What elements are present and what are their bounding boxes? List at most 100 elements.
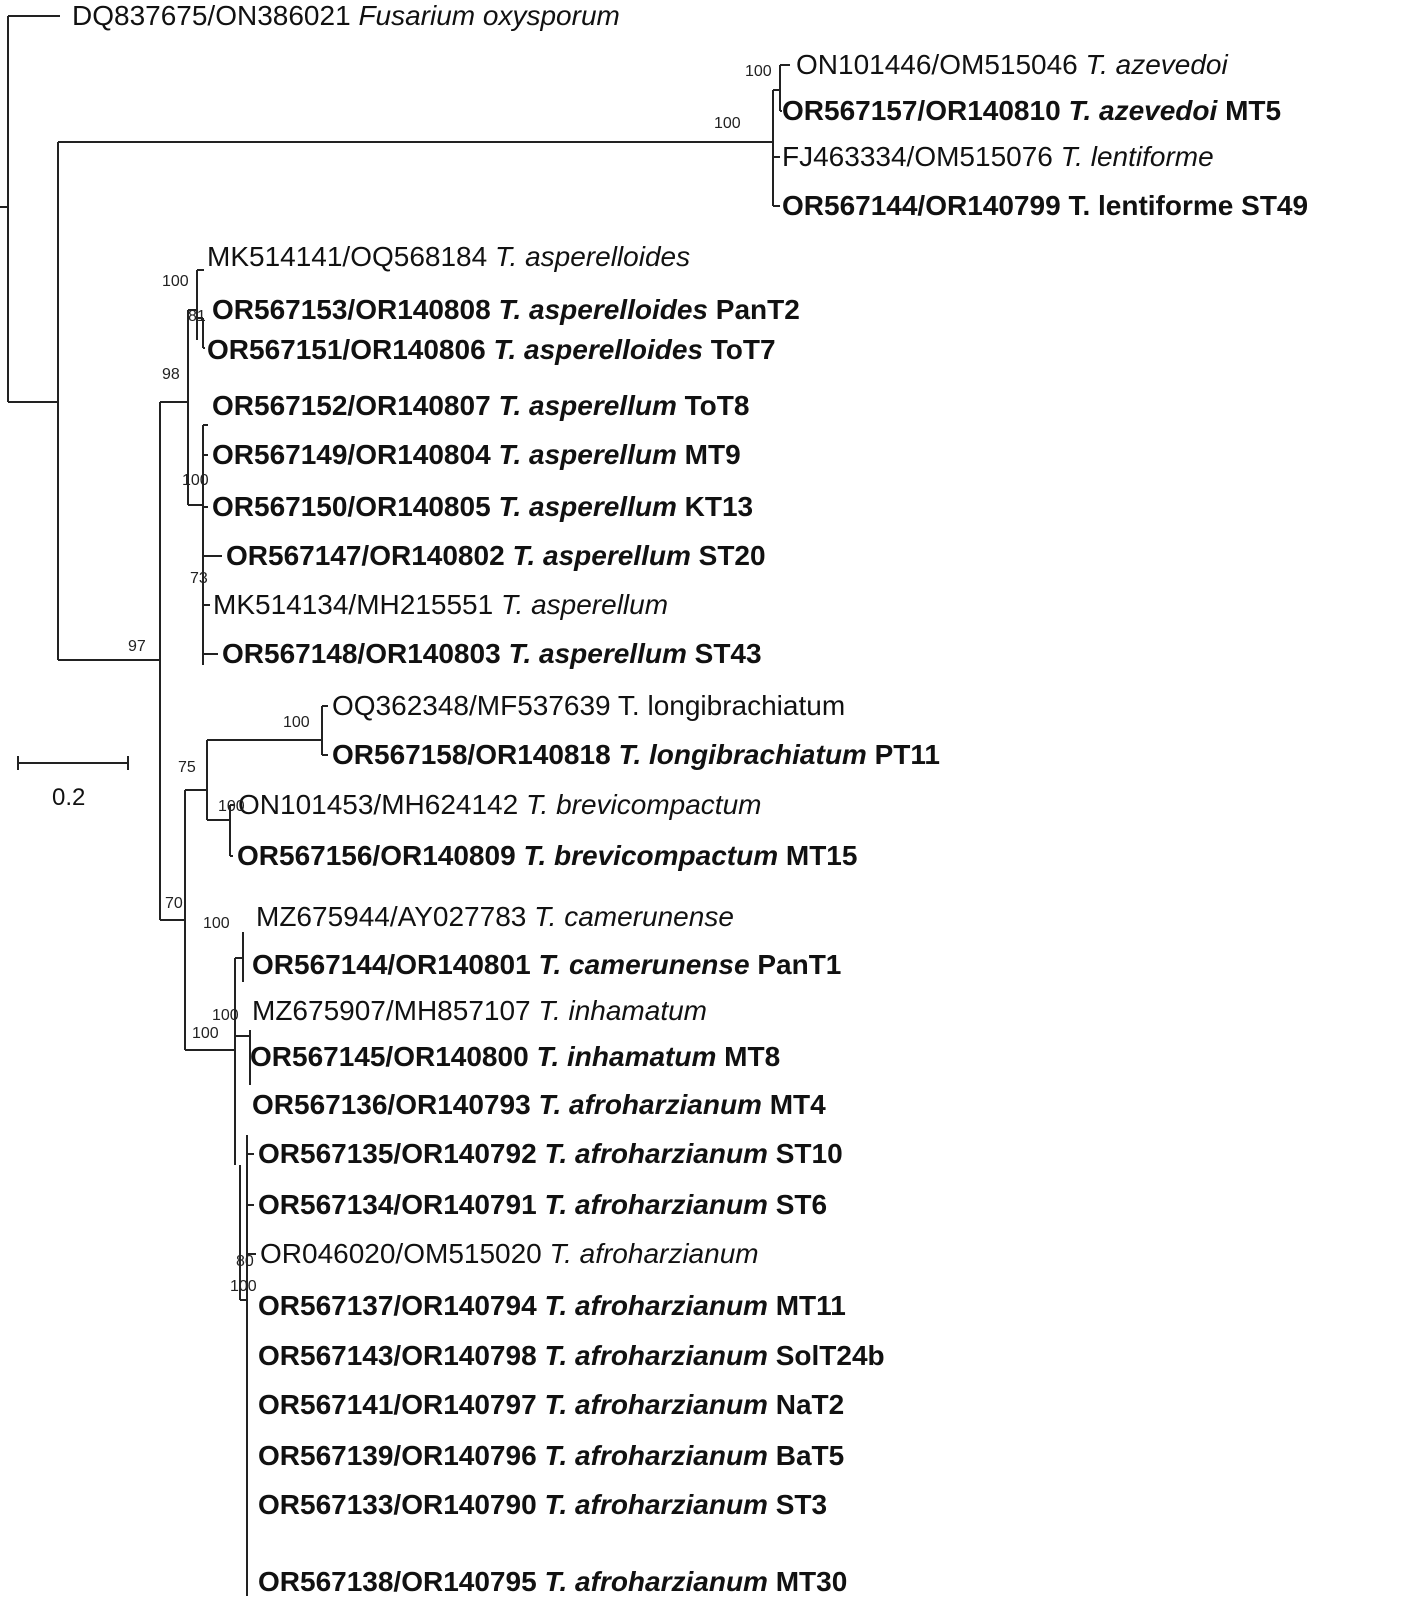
- accession: FJ463334/OM515076: [782, 141, 1053, 172]
- taxon-label: OR567158/OR140818 T. longibrachiatum PT1…: [332, 739, 940, 771]
- bootstrap-value: 80: [236, 1253, 254, 1270]
- strain: ToT7: [710, 334, 776, 365]
- strain: PanT1: [757, 949, 842, 980]
- accession: OR567133/OR140790: [258, 1489, 537, 1520]
- species-name: T. asperellum: [498, 439, 677, 470]
- bootstrap-value: 100: [714, 115, 741, 132]
- strain: ST20: [698, 540, 766, 571]
- species-name: T. lentiforme: [1068, 190, 1234, 221]
- accession: OR567136/OR140793: [252, 1089, 531, 1120]
- taxon-label: ON101446/OM515046 T. azevedoi: [796, 49, 1228, 81]
- accession: OR567138/OR140795: [258, 1566, 537, 1597]
- clade-longibrachiatum-brevicompactum: [160, 705, 328, 1050]
- strain: MT30: [775, 1566, 848, 1597]
- species-name: T. afroharzianum: [544, 1340, 768, 1371]
- bootstrap-value: 70: [165, 895, 183, 912]
- strain: ST43: [694, 638, 762, 669]
- accession: OR567137/OR140794: [258, 1290, 537, 1321]
- strain: MT11: [775, 1290, 846, 1321]
- taxon-label: FJ463334/OM515076 T. lentiforme: [782, 141, 1214, 173]
- accession: DQ837675/ON386021: [72, 0, 351, 31]
- bootstrap-value: 100: [212, 1007, 239, 1024]
- accession: MK514134/MH215551: [213, 589, 494, 620]
- strain: MT5: [1225, 95, 1282, 126]
- species-name: T. inhamatum: [538, 995, 708, 1026]
- accession: OR567139/OR140796: [258, 1440, 537, 1471]
- strain: PanT2: [715, 294, 800, 325]
- accession: ON101453/MH624142: [238, 789, 519, 820]
- taxon-label: OR567145/OR140800 T. inhamatum MT8: [250, 1041, 780, 1073]
- species-name: T. afroharzianum: [549, 1238, 759, 1269]
- taxon-label: OR567144/OR140801 T. camerunense PanT1: [252, 949, 841, 981]
- accession: OR567145/OR140800: [250, 1041, 529, 1072]
- bootstrap-value: 100: [218, 798, 245, 815]
- root-branches: [0, 15, 59, 660]
- taxon-label: OR567157/OR140810 T. azevedoi MT5: [782, 95, 1281, 127]
- species-name: T. asperelloides: [493, 334, 703, 365]
- clade-asperellum: [188, 424, 222, 665]
- species-name: T. lentiforme: [1060, 141, 1214, 172]
- taxon-label: OR567135/OR140792 T. afroharzianum ST10: [258, 1138, 843, 1170]
- accession: OR567156/OR140809: [237, 840, 516, 871]
- accession: OR046020/OM515020: [260, 1238, 542, 1269]
- strain: KT13: [684, 491, 754, 522]
- species-name: T. afroharzianum: [544, 1189, 768, 1220]
- accession: OQ362348/MF537639: [332, 690, 611, 721]
- accession: MZ675944/AY027783: [256, 901, 527, 932]
- species-name: T. camerunense: [538, 949, 750, 980]
- clade-asperelloides: [160, 269, 205, 505]
- strain: NaT2: [775, 1389, 845, 1420]
- taxon-label: OR567138/OR140795 T. afroharzianum MT30: [258, 1566, 847, 1598]
- strain: PT11: [874, 739, 940, 770]
- strain: ST49: [1241, 190, 1309, 221]
- strain: MT15: [785, 840, 858, 871]
- species-name: T. azevedoi: [1068, 95, 1218, 126]
- species-name: T. asperelloides: [498, 294, 708, 325]
- taxon-label: MK514134/MH215551 T. asperellum: [213, 589, 668, 621]
- species-name: T. longibrachiatum: [617, 690, 846, 721]
- accession: OR567150/OR140805: [212, 491, 491, 522]
- species-name: T. brevicompactum: [523, 840, 779, 871]
- taxon-label: OR567134/OR140791 T. afroharzianum ST6: [258, 1189, 827, 1221]
- strain: ToT8: [684, 390, 750, 421]
- bootstrap-value: 100: [745, 63, 772, 80]
- species-name: T. azevedoi: [1085, 49, 1228, 80]
- strain: ST10: [775, 1138, 843, 1169]
- accession: OR567135/OR140792: [258, 1138, 537, 1169]
- clade-main: [58, 402, 161, 920]
- strain: MT8: [724, 1041, 781, 1072]
- species-name: T. brevicompactum: [525, 789, 762, 820]
- accession: OR567151/OR140806: [207, 334, 486, 365]
- accession: MZ675907/MH857107: [252, 995, 531, 1026]
- strain: ST6: [775, 1189, 828, 1220]
- strain: MT9: [684, 439, 741, 470]
- accession: MK514141/OQ568184: [207, 241, 488, 272]
- bootstrap-value: 100: [230, 1278, 257, 1295]
- accession: OR567152/OR140807: [212, 390, 491, 421]
- accession: OR567148/OR140803: [222, 638, 501, 669]
- species-name: T. afroharzianum: [538, 1089, 762, 1120]
- strain: ST3: [775, 1489, 828, 1520]
- bootstrap-value: 100: [203, 915, 230, 932]
- species-name: T. asperellum: [500, 589, 669, 620]
- taxon-label: OR567151/OR140806 T. asperelloides ToT7: [207, 334, 776, 366]
- taxon-label: OR567153/OR140808 T. asperelloides PanT2: [212, 294, 800, 326]
- strain: SolT24b: [775, 1340, 885, 1371]
- taxon-label: OR567144/OR140799 T. lentiforme ST49: [782, 190, 1308, 222]
- taxon-label: DQ837675/ON386021 Fusarium oxysporum: [72, 0, 620, 32]
- bootstrap-value: 100: [162, 273, 189, 290]
- taxon-label: OR567137/OR140794 T. afroharzianum MT11: [258, 1290, 846, 1322]
- taxon-label: OR567136/OR140793 T. afroharzianum MT4: [252, 1089, 826, 1121]
- species-name: T. afroharzianum: [544, 1290, 768, 1321]
- taxon-label: OR567148/OR140803 T. asperellum ST43: [222, 638, 762, 670]
- bootstrap-value: 100: [192, 1025, 219, 1042]
- taxon-label: OR567150/OR140805 T. asperellum KT13: [212, 491, 753, 523]
- species-name: T. asperellum: [508, 638, 687, 669]
- species-name: T. camerunense: [534, 901, 734, 932]
- accession: OR567143/OR140798: [258, 1340, 537, 1371]
- species-name: T. asperellum: [498, 390, 677, 421]
- accession: OR567144/OR140801: [252, 949, 531, 980]
- accession: OR567147/OR140802: [226, 540, 505, 571]
- accession: OR567157/OR140810: [782, 95, 1061, 126]
- species-name: T. afroharzianum: [544, 1489, 768, 1520]
